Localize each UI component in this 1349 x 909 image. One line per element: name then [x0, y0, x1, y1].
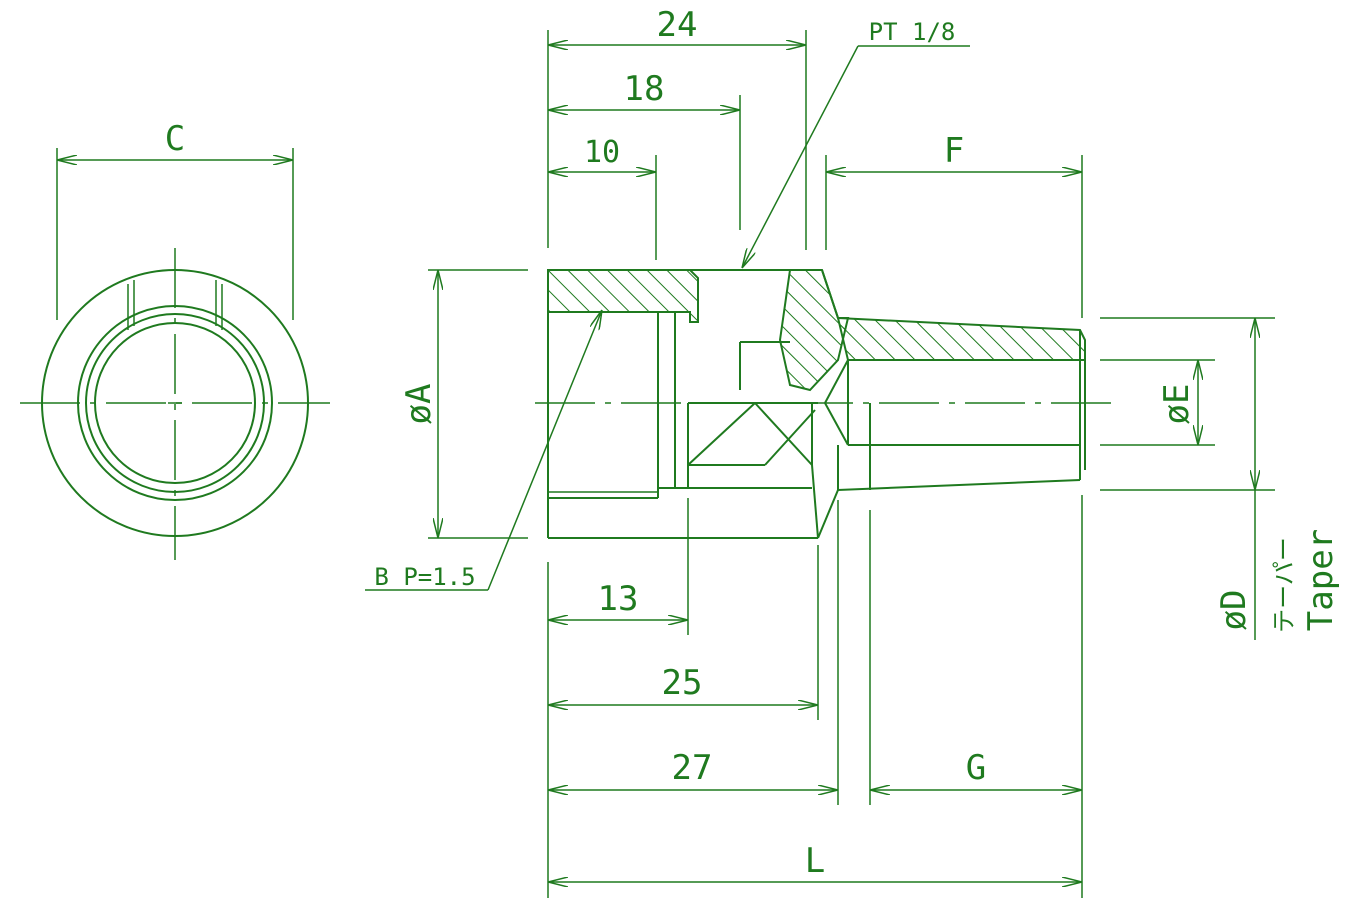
label-e: øE [1157, 384, 1197, 425]
hatch-taper [836, 316, 1086, 361]
label-13: 13 [598, 579, 639, 619]
label-a: øA [399, 384, 439, 425]
label-27: 27 [672, 748, 713, 788]
label-taper-jp: テーパー [1270, 537, 1298, 633]
end-view: C [20, 119, 330, 560]
label-taper-en: Taper [1301, 529, 1341, 631]
hatch-neck [778, 269, 850, 392]
section-view: 24 18 10 PT 1/8 F øA øE øD テーパー Taper B … [365, 5, 1341, 898]
leader-bp [487, 310, 602, 591]
label-25: 25 [662, 663, 703, 703]
label-10: 10 [584, 135, 620, 170]
label-18: 18 [624, 69, 665, 109]
leader-pt [742, 45, 859, 268]
label-l: L [805, 841, 825, 881]
label-g: G [966, 748, 986, 788]
label-bp: B P=1.5 [374, 563, 475, 591]
label-f: F [944, 131, 964, 171]
label-pt: PT 1/8 [869, 18, 956, 46]
label-c: C [165, 119, 185, 159]
label-d: øD [1214, 590, 1254, 631]
label-24: 24 [657, 5, 698, 45]
